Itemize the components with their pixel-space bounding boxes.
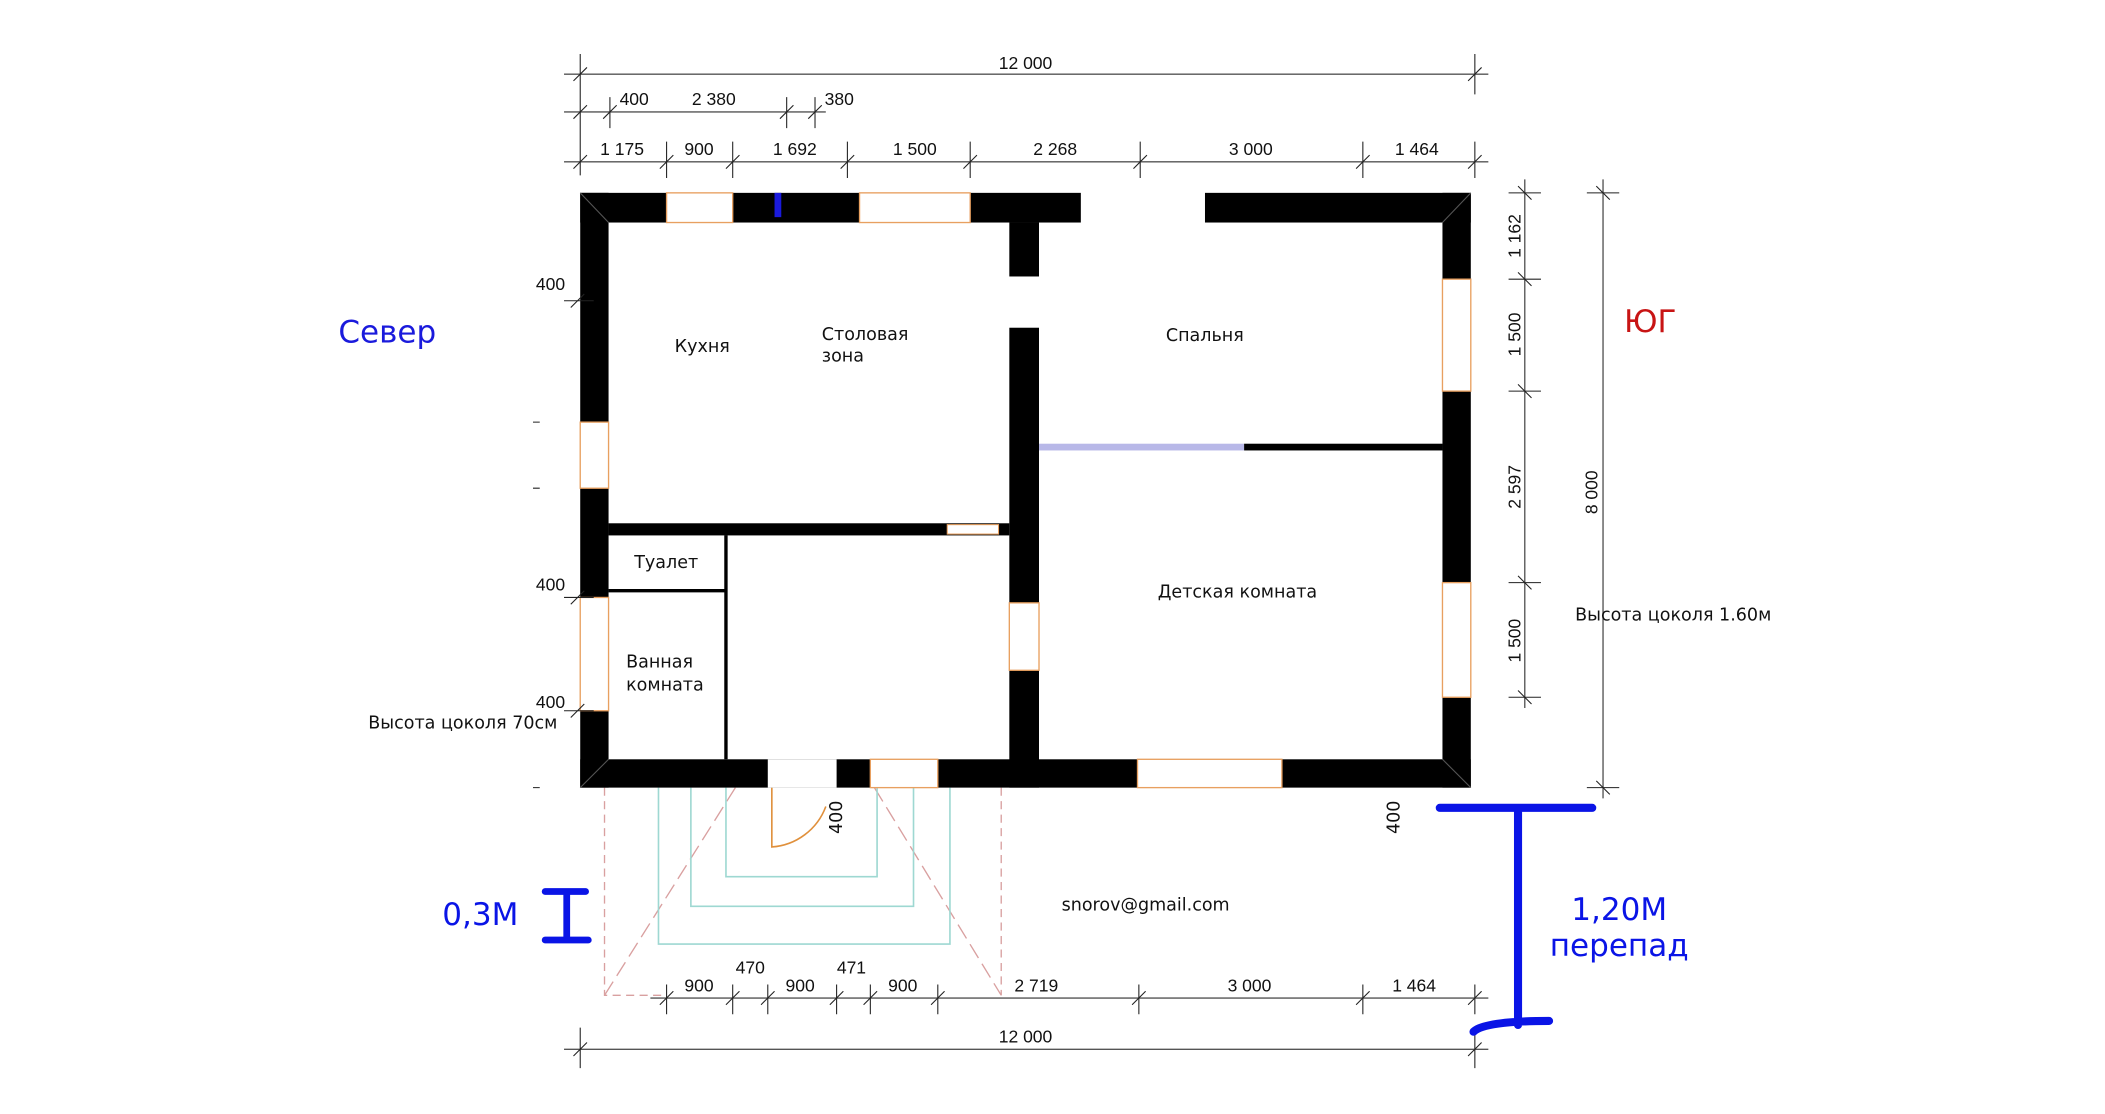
dim-label: 900 (684, 139, 713, 159)
level-drop-marker (1435, 803, 1597, 1036)
dim-bottom-total: 12 000 (999, 1027, 1053, 1047)
room-kitchen: Кухня (675, 337, 730, 357)
dim-label: 1 500 (893, 139, 937, 159)
dim-label: 380 (825, 89, 854, 109)
dim-label: 2 268 (1033, 139, 1077, 159)
window (1136, 758, 1283, 789)
door-swing (771, 787, 827, 848)
dim-label: 3 000 (1229, 139, 1273, 159)
bottom-dimensions: 900 470 900 471 900 2 719 3 000 1 464 12… (564, 958, 1489, 1069)
entrance-door (767, 759, 837, 788)
porch (603, 787, 1002, 996)
dim-label: 1 175 (600, 139, 644, 159)
window (579, 596, 610, 712)
room-bathroom: комната (626, 676, 704, 696)
window (1441, 278, 1472, 392)
dim-label: 400 (827, 801, 847, 834)
dim-label: 1 162 (1505, 214, 1525, 258)
level-drop-label: перепад (1550, 928, 1689, 964)
dim-label: 1 464 (1395, 139, 1439, 159)
dim-top-total: 12 000 (999, 53, 1053, 73)
opening (1080, 191, 1205, 224)
dim-label: 471 (837, 958, 866, 978)
window (869, 758, 939, 789)
compass-south: ЮГ (1624, 304, 1676, 340)
contact-email: snorov@gmail.com (1062, 895, 1230, 915)
dim-label: 1 464 (1392, 975, 1436, 995)
window (665, 192, 734, 224)
plinth-height-left: Высота цоколя 70см (368, 713, 557, 733)
dim-label: 400 (536, 274, 565, 294)
plinth-height-right: Высота цоколя 1.60м (1575, 605, 1771, 625)
step-marker-small (541, 888, 592, 944)
window (1441, 581, 1472, 698)
dim-label: 1 692 (773, 139, 817, 159)
dim-label: 900 (684, 975, 713, 995)
right-dimensions: 1 162 1 500 2 597 1 500 8 000 (1505, 179, 1620, 799)
dim-label: 470 (736, 958, 765, 978)
compass-north: Север (338, 315, 436, 351)
dim-label: 400 (536, 692, 565, 712)
dim-label: 1 500 (1505, 618, 1525, 662)
dim-label: 3 000 (1228, 975, 1272, 995)
room-kids: Детская комната (1158, 582, 1317, 602)
room-toilet: Туалет (633, 553, 698, 573)
dim-label: 2 380 (692, 89, 736, 109)
window (579, 421, 610, 489)
dim-label: 400 (620, 89, 649, 109)
dim-label: 400 (536, 575, 565, 595)
dim-label: 2 719 (1014, 975, 1058, 995)
left-dimensions: 400 400 400 Высота цоколя 70см (368, 274, 594, 789)
dim-label: 2 597 (1505, 465, 1525, 509)
step-height-small: 0,3М (442, 897, 518, 933)
level-drop-value: 1,20М (1571, 892, 1667, 928)
room-bedroom: Спальня (1166, 326, 1244, 346)
interior-window (1008, 602, 1040, 671)
room-bathroom: Ванная (626, 653, 693, 673)
dim-label: 900 (888, 975, 917, 995)
top-dimensions: 12 000 400 2 380 380 1 175 900 1 692 1 5… (564, 53, 1489, 179)
window (858, 192, 971, 224)
dim-label: 900 (786, 975, 815, 995)
room-dining: Столовая (822, 325, 909, 345)
walls (579, 191, 1472, 789)
dim-label: 1 500 (1505, 312, 1525, 356)
dim-right-total: 8 000 (1582, 470, 1602, 514)
room-dining: зона (822, 346, 864, 366)
dim-label: 400 (1384, 801, 1404, 834)
